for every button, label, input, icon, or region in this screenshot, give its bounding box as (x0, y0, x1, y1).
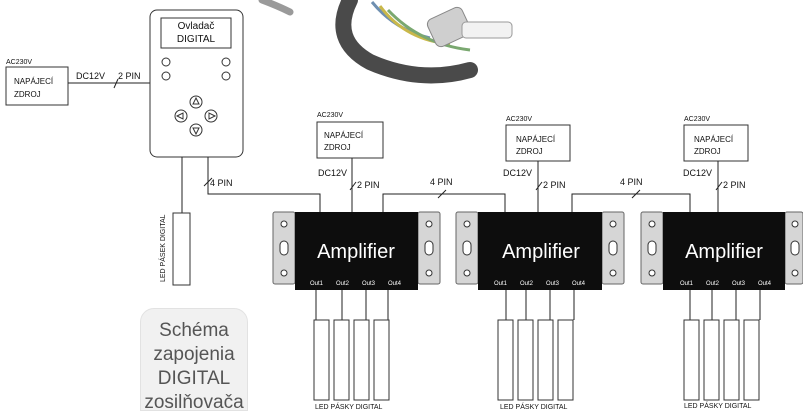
amp-unit-1: AC230V NAPÁJECÍ ZDROJ DC12V 2 PIN Amplif… (272, 112, 441, 409)
psu-label-line2: ZDROJ (14, 90, 41, 99)
svg-text:LED PÁSKY DIGITAL: LED PÁSKY DIGITAL (500, 402, 568, 409)
cable-photo-right (335, 0, 513, 84)
svg-text:ZDROJ: ZDROJ (516, 147, 543, 156)
svg-text:Out4: Out4 (572, 281, 586, 287)
caption-box: Schéma zapojenia DIGITAL zosilňovača (140, 308, 248, 411)
power-supply-main: AC230V NAPÁJECÍ ZDROJ (5, 59, 69, 106)
svg-text:NAPÁJECÍ: NAPÁJECÍ (516, 135, 556, 144)
svg-text:ZDROJ: ZDROJ (694, 147, 721, 156)
svg-text:Out1: Out1 (494, 281, 508, 287)
caption-line-3: DIGITAL (157, 368, 231, 389)
svg-text:Out3: Out3 (362, 281, 376, 287)
svg-text:Out3: Out3 (546, 281, 560, 287)
svg-text:2 PIN: 2 PIN (543, 180, 566, 190)
svg-text:NAPÁJECÍ: NAPÁJECÍ (324, 131, 364, 140)
svg-text:Out1: Out1 (310, 281, 324, 287)
controller-button-bl (161, 71, 171, 81)
controller-button-br (221, 71, 231, 81)
amp-unit-3: AC230V NAPÁJECÍ ZDROJ DC12V 2 PIN Amplif… (640, 116, 803, 409)
controller-title-1: Ovladač (178, 21, 215, 32)
svg-text:Out4: Out4 (388, 281, 402, 287)
svg-text:DC12V: DC12V (683, 168, 712, 178)
svg-text:Out2: Out2 (520, 281, 534, 287)
dc-label: DC12V (76, 71, 105, 81)
svg-text:Out1: Out1 (680, 281, 694, 287)
svg-text:4 PIN: 4 PIN (620, 177, 643, 187)
controller-title-2: DIGITAL (177, 34, 216, 45)
svg-text:Amplifier: Amplifier (317, 241, 395, 263)
svg-text:Out4: Out4 (758, 281, 772, 287)
svg-text:2 PIN: 2 PIN (723, 180, 746, 190)
svg-text:Amplifier: Amplifier (502, 241, 580, 263)
svg-text:4 PIN: 4 PIN (430, 177, 453, 187)
pin2-label: 2 PIN (118, 71, 141, 81)
wire-controller-amp1 (207, 157, 321, 212)
svg-text:LED PÁSKY DIGITAL: LED PÁSKY DIGITAL (684, 401, 752, 409)
svg-text:NAPÁJECÍ: NAPÁJECÍ (694, 135, 734, 144)
svg-text:LED PÁSKY DIGITAL: LED PÁSKY DIGITAL (315, 402, 383, 409)
svg-text:Out3: Out3 (732, 281, 746, 287)
svg-text:2 PIN: 2 PIN (357, 180, 380, 190)
svg-text:Out2: Out2 (336, 281, 350, 287)
svg-text:AC230V: AC230V (317, 112, 343, 119)
amp-unit-2: AC230V NAPÁJECÍ ZDROJ DC12V 2 PIN Amplif… (455, 116, 625, 409)
svg-text:AC230V: AC230V (506, 116, 532, 123)
controller-button-tl (161, 57, 171, 67)
dpad-icon (174, 95, 218, 137)
caption-line-1: Schéma (159, 320, 229, 341)
svg-text:Amplifier: Amplifier (685, 241, 763, 263)
wire-amp1-amp2 (382, 193, 506, 212)
controller-display (160, 17, 232, 49)
caption-line-4: zosilňovača (144, 392, 244, 411)
psu-label-line1: NAPÁJECÍ (14, 77, 54, 86)
svg-text:ZDROJ: ZDROJ (324, 143, 351, 152)
svg-text:Out2: Out2 (706, 281, 720, 287)
controller-led-strip (172, 212, 191, 286)
controller-button-tr (221, 57, 231, 67)
pin4-label-controller: 4 PIN (210, 178, 233, 188)
cable-photo-left (258, 0, 294, 16)
wire-amp2-amp3 (571, 193, 691, 212)
svg-text:AC230V: AC230V (684, 116, 710, 123)
controller: Ovladač DIGITAL (149, 9, 244, 158)
ac-label: AC230V (6, 59, 32, 66)
controller-strip-label: LED PÁSEK DIGITAL (158, 214, 167, 282)
svg-text:DC12V: DC12V (318, 168, 347, 178)
svg-text:DC12V: DC12V (503, 168, 532, 178)
caption-line-2: zapojenia (153, 344, 235, 365)
